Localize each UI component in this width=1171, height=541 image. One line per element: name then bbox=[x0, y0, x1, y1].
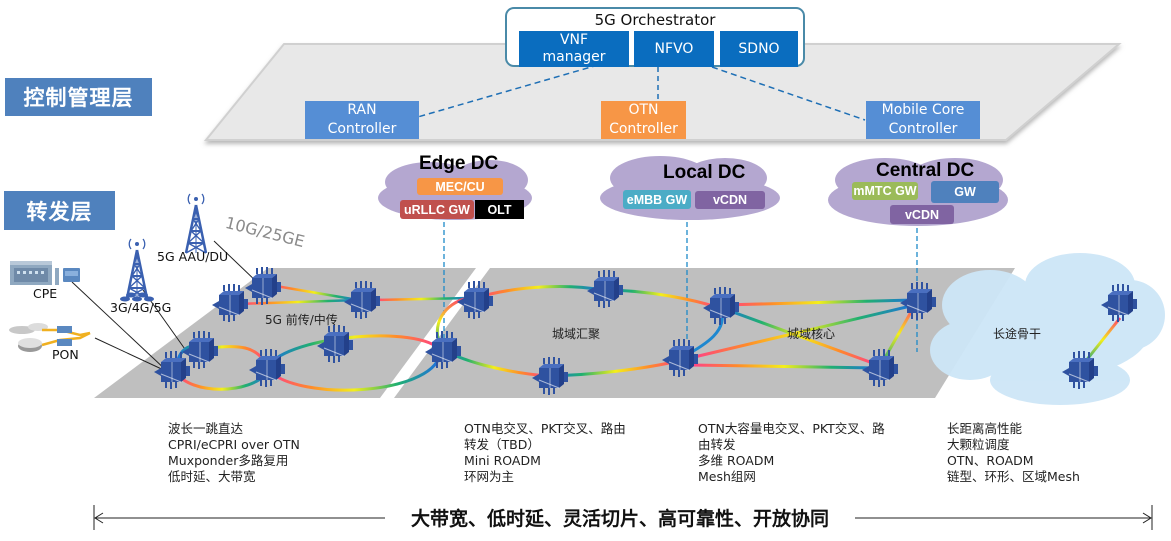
desc-line: Mesh组网 bbox=[698, 469, 756, 484]
desc-line: 大颗粒调度 bbox=[947, 437, 1010, 452]
desc-line: OTN电交叉、PKT交叉、路由 bbox=[464, 421, 626, 436]
desc-line: 多维 ROADM bbox=[698, 453, 775, 468]
metro-core-label: 城域核心 bbox=[787, 327, 836, 341]
base-station-label: 3G/4G/5G bbox=[110, 300, 172, 315]
tower-base-icon bbox=[120, 292, 154, 302]
desc-line: 长距离高性能 bbox=[947, 421, 1023, 436]
edge-dc-title: Edge DC bbox=[419, 153, 499, 174]
ran-controller-line1: RAN bbox=[347, 102, 377, 118]
otn-controller-line2: Controller bbox=[609, 121, 678, 137]
metro-core-mesh bbox=[689, 298, 917, 370]
control-layer-label: 控制管理层 bbox=[5, 78, 152, 116]
desc-line: CPRI/eCPRI over OTN bbox=[168, 437, 300, 452]
cpe-building-icon bbox=[10, 261, 59, 285]
orchestrator-panel: 5G Orchestrator VNF manager NFVO SDNO bbox=[505, 7, 805, 67]
desc-line: 由转发 bbox=[698, 437, 736, 452]
ran-controller-line2: Controller bbox=[327, 121, 397, 137]
desc-line: OTN大容量电交叉、PKT交叉、路 bbox=[698, 421, 885, 436]
cpe-device-icon bbox=[63, 268, 80, 282]
link-orch-ran bbox=[389, 64, 599, 126]
5g-aau-tower-icon bbox=[184, 192, 208, 255]
sdno-module[interactable]: SDNO bbox=[720, 31, 798, 67]
central-dc-title: Central DC bbox=[876, 160, 975, 181]
urllc-gw-function[interactable]: uRLLC GW bbox=[400, 200, 474, 219]
central-vcdn-function[interactable]: vCDN bbox=[890, 205, 954, 224]
base-station-tower-icon bbox=[125, 237, 149, 300]
nfvo-label: NFVO bbox=[654, 40, 694, 57]
embb-gw-function[interactable]: eMBB GW bbox=[623, 190, 691, 209]
capability-slogan: 大带宽、低时延、灵活切片、高可靠性、开放协同 bbox=[385, 504, 855, 531]
vnf-manager-line2: manager bbox=[542, 49, 606, 65]
mobile-core-controller-line1: Mobile Core bbox=[881, 102, 965, 118]
orchestrator-title: 5G Orchestrator bbox=[594, 11, 716, 29]
mobile-core-controller-line2: Controller bbox=[888, 121, 958, 137]
sdno-label: SDNO bbox=[738, 40, 780, 57]
forwarding-layer-label: 转发层 bbox=[4, 191, 115, 230]
otn-controller-line1: OTN bbox=[628, 102, 659, 118]
desc-line: 环网为主 bbox=[464, 469, 515, 484]
desc-line: 低时延、大带宽 bbox=[168, 469, 256, 484]
fronthaul-segment-label: 5G 前传/中传 bbox=[265, 313, 338, 327]
desc-line: Muxponder多路复用 bbox=[168, 453, 289, 468]
nfvo-module[interactable]: NFVO bbox=[634, 31, 714, 67]
vnf-manager-module[interactable]: VNF manager bbox=[519, 31, 629, 67]
local-vcdn-function[interactable]: vCDN bbox=[695, 191, 765, 209]
cpe-label: CPE bbox=[33, 286, 58, 301]
backbone-description: 长距离高性能 大颗粒调度 OTN、ROADM 链型、环形、区域Mesh bbox=[947, 421, 1080, 485]
pon-devices-icon bbox=[9, 323, 91, 352]
vnf-manager-line1: VNF bbox=[559, 32, 589, 48]
pon-label: PON bbox=[52, 347, 79, 362]
desc-line: 转发（TBD） bbox=[464, 437, 540, 452]
olt-function[interactable]: OLT bbox=[475, 200, 524, 219]
backbone-links bbox=[885, 302, 1122, 372]
desc-line: 波长一跳直达 bbox=[168, 421, 244, 436]
aau-label: 5G AAU/DU bbox=[157, 249, 229, 264]
desc-line: 链型、环形、区域Mesh bbox=[947, 469, 1080, 484]
metro-aggregation-label: 城域汇聚 bbox=[552, 327, 601, 341]
local-dc-cloud bbox=[600, 156, 780, 220]
desc-line: Mini ROADM bbox=[464, 453, 541, 468]
fronthaul-description: 波长一跳直达 CPRI/eCPRI over OTN Muxponder多路复用… bbox=[168, 421, 300, 485]
backbone-cloud bbox=[930, 253, 1165, 405]
aggregation-description: OTN电交叉、PKT交叉、路由 转发（TBD） Mini ROADM 环网为主 bbox=[464, 421, 626, 485]
core-description: OTN大容量电交叉、PKT交叉、路 由转发 多维 ROADM Mesh组网 bbox=[698, 421, 885, 485]
mec-cu-function[interactable]: MEC/CU bbox=[417, 178, 503, 195]
ran-controller[interactable]: RAN Controller bbox=[305, 101, 419, 139]
mmtc-gw-function[interactable]: mMTC GW bbox=[852, 182, 918, 200]
local-dc-title: Local DC bbox=[663, 162, 746, 183]
access-links bbox=[71, 240, 259, 373]
desc-line: OTN、ROADM bbox=[947, 453, 1034, 468]
link-orch-core bbox=[711, 66, 866, 121]
backbone-label: 长途骨干 bbox=[993, 327, 1042, 341]
otn-controller[interactable]: OTN Controller bbox=[601, 101, 686, 139]
mobile-core-controller[interactable]: Mobile Core Controller bbox=[866, 101, 980, 139]
central-gw-function[interactable]: GW bbox=[931, 181, 999, 203]
